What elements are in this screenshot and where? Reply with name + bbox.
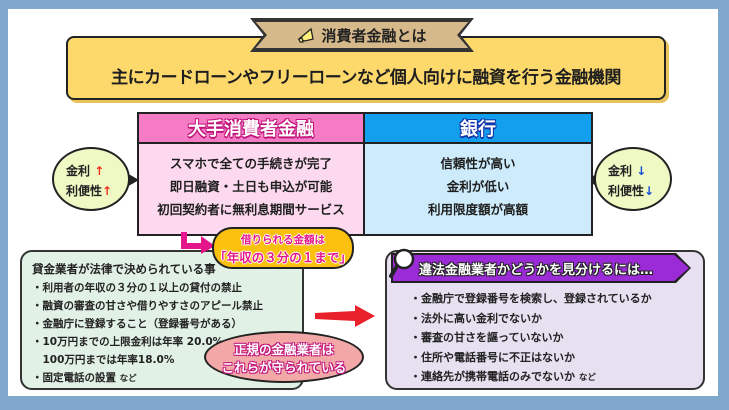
check-item: ・連絡先が携帯電話のみでないか など [410,370,596,383]
bubble-label: 金利 [66,164,91,178]
magnifier-icon [389,248,415,278]
bubble-bank: 金利 ↓ 利便性↓ [594,147,672,211]
bubble-label: 金利 [608,164,633,178]
bubble-label: 利便性 [608,184,645,198]
bubble-line: 正規の金融業者は [233,342,334,357]
megaphone-icon [298,27,315,43]
etc-suffix: など [119,374,137,384]
bubble-label: 利便性 [66,184,103,198]
check-item: ・審査の甘さを謳っていないか [410,331,564,344]
feature-item: 金利が低い [446,179,510,194]
law-box-title: 貸金業者が法律で決められている事 [32,262,216,276]
illegal-lender-banner: 違法金融業者かどうかを見分けるには… [393,255,689,281]
arrow-up-icon: ↑ [94,164,105,178]
consumer-finance-header: 大手消費者金融 [139,114,365,144]
check-item: ・住所や電話番号に不正はないか [410,350,575,364]
comparison-table: 大手消費者金融 銀行 スマホで全ての手続きが完了 即日融資・土日も申込が可能 初… [137,112,593,236]
feature-item: 信頼性が高い [440,156,516,171]
callout-highlight: 「年収の３分の１まで」 [214,250,352,265]
bubble-line: これらが守られている [221,360,347,375]
feature-item: 即日融資・土日も申込が可能 [169,179,333,194]
illegal-lender-title: 違法金融業者かどうかを見分けるには… [419,262,654,278]
feature-item: スマホで全ての手続きが完了 [169,156,333,171]
check-item: ・金融庁で登録番号を検索し、登録されているか [410,292,652,305]
check-item: ・法外に高い金利でないか [410,311,542,325]
illegal-check-list: ・金融庁で登録番号を検索し、登録されているか ・法外に高い金利でないか ・審査の… [410,289,652,389]
law-item: 100万円までは年率18.0% [32,354,175,366]
law-item: ・金融庁に登録すること（登録番号がある） [32,318,242,330]
pink-arrow-icon [181,232,215,254]
bank-features: 信頼性が高い 金利が低い 利用限度額が高額 [365,144,591,234]
red-arrow-icon [315,305,375,327]
etc-suffix: など [578,373,596,383]
law-item: ・10万円までの上限金利は年率 20.0%、 [32,336,234,348]
legit-lenders-bubble: 正規の金融業者は これらが守られている [204,331,364,383]
ribbon-title: 消費者金融とは [321,26,427,45]
arrow-down-icon: ↓ [636,164,647,178]
arrow-down-icon: ↓ [644,184,655,198]
feature-item: 利用限度額が高額 [427,202,528,217]
law-item: ・固定電話の設置 など [32,372,137,384]
definition-text: 主にカードローンやフリーローンなど個人向けに融資を行う金融機関 [111,68,621,88]
law-item: ・利用者の年収の３分の１以上の貸付の禁止 [32,282,242,294]
law-list: ・利用者の年収の３分の１以上の貸付の禁止 ・融資の審査の甘さや借りやすさのアピー… [32,279,263,388]
borrowing-limit-callout: 借りられる金額は 「年収の３分の１まで」 [212,227,354,269]
callout-caption: 借りられる金額は [241,234,325,246]
consumer-finance-features: スマホで全ての手続きが完了 即日融資・土日も申込が可能 初回契約者に無利息期間サ… [139,144,365,234]
feature-item: 初回契約者に無利息期間サービス [157,202,345,217]
bubble-consumer-finance: 金利 ↑ 利便性↑ [52,147,130,211]
arrow-up-icon: ↑ [102,184,113,198]
bank-header: 銀行 [365,114,591,144]
law-item: ・融資の審査の甘さや借りやすさのアピール禁止 [32,300,263,312]
title-ribbon: 消費者金融とは [254,20,470,50]
